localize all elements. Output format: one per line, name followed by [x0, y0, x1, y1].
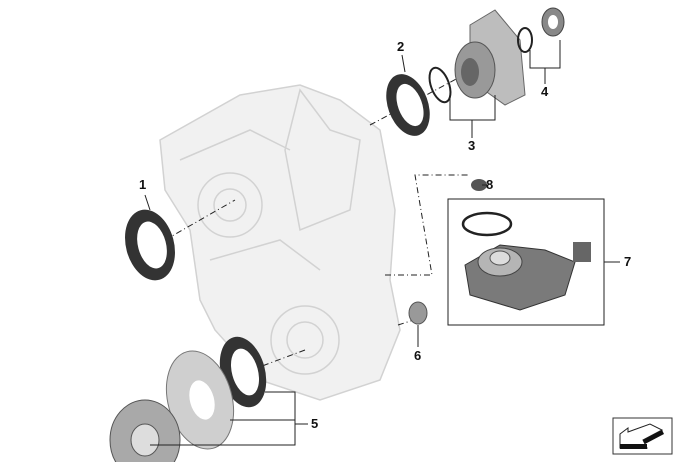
plug-6: [408, 301, 428, 325]
view-direction-icon[interactable]: [612, 417, 673, 455]
seal-4: [517, 7, 565, 53]
callout-3[interactable]: 3: [468, 138, 476, 153]
shaft-seal-1: [125, 209, 175, 281]
callout-1[interactable]: 1: [139, 177, 147, 192]
callout-4[interactable]: 4: [541, 84, 549, 99]
transfer-case-housing: [159, 84, 401, 401]
callout-5[interactable]: 5: [311, 416, 319, 431]
callout-8[interactable]: 8: [486, 177, 494, 192]
callout-6[interactable]: 6: [414, 348, 422, 363]
callout-7[interactable]: 7: [624, 254, 632, 269]
callout-brackets: [144, 40, 620, 446]
callout-2[interactable]: 2: [397, 39, 405, 54]
plug-8: [471, 179, 487, 191]
flange: [454, 9, 526, 106]
actuator: [461, 211, 591, 311]
shaft-seal-2: [386, 66, 452, 136]
seal-set-5: [109, 336, 267, 462]
